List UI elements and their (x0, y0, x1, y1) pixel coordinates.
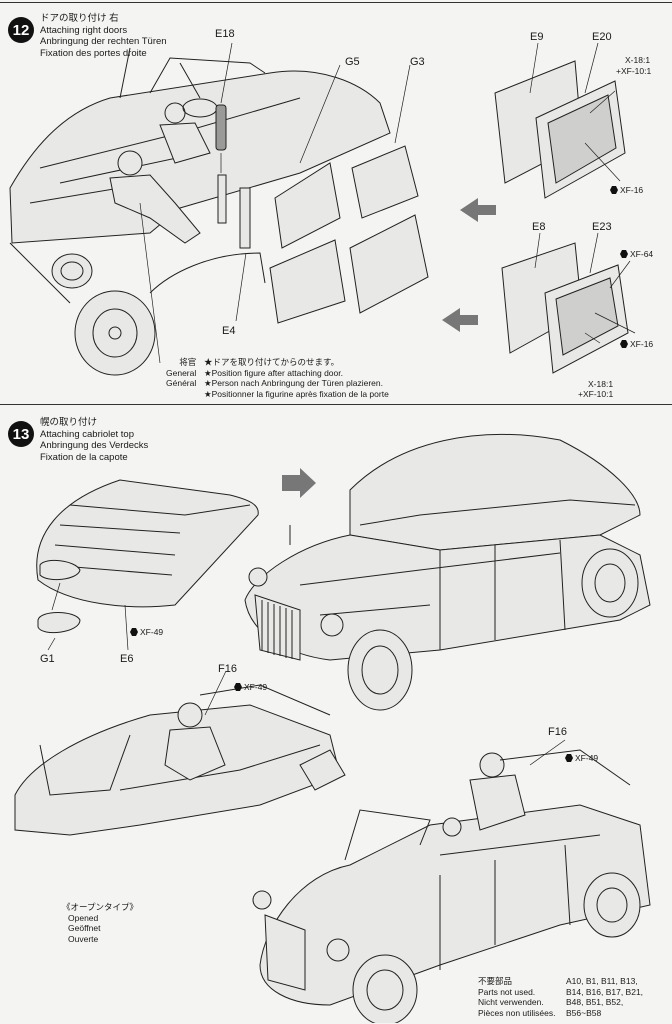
step-13-panel: 13 幌の取り付け Attaching cabriolet top Anbrin… (0, 404, 672, 1023)
figure-label: 将官 General Général (166, 357, 197, 388)
label-e20: E20 (592, 31, 612, 43)
label-e6: E6 (120, 653, 134, 665)
paint-xf49-c: XF-49 (565, 753, 598, 763)
paint-xf64: XF-64 (620, 249, 653, 259)
opened-type-label: 《オープンタイプ》 Opened Geöffnet Ouverte (62, 902, 138, 944)
unused-parts-list: A10, B1, B11, B13, B14, B16, B17, B21, B… (566, 976, 644, 1018)
title-en: Attaching cabriolet top (40, 428, 135, 440)
label-e9: E9 (530, 31, 544, 43)
title-jp: 幌の取り付け (40, 417, 98, 428)
label-e4: E4 (222, 325, 236, 337)
title-en: Attaching right doors (40, 24, 128, 36)
step-title: 幌の取り付け Attaching cabriolet top Anbringun… (40, 417, 148, 463)
title-fr: Fixation de la capote (40, 451, 128, 463)
label-e18: E18 (215, 28, 235, 40)
paint-xf10-bot: +XF-10:1 (578, 389, 614, 399)
step-12-panel: 12 ドアの取り付け 右 Attaching right doors Anbri… (0, 2, 672, 403)
label-g1: G1 (40, 653, 55, 665)
label-g5: G5 (345, 56, 360, 68)
paint-xf16-a: XF-16 (610, 185, 643, 195)
paint-x18-top: X-18:1 (625, 55, 651, 65)
label-e23: E23 (592, 221, 612, 233)
step-number: 12 (8, 17, 34, 43)
paint-hex-icon (130, 628, 138, 636)
paint-hex-icon (565, 754, 573, 762)
figure-note: ★ドアを取り付けてからのせます。 ★Position figure after … (204, 357, 389, 399)
step-number: 13 (8, 421, 34, 447)
paint-xf10-top: +XF-10:1 (616, 66, 652, 76)
paint-hex-icon (610, 186, 618, 194)
label-f16-b: F16 (548, 726, 567, 738)
paint-hex-icon (620, 340, 628, 348)
paint-x18-bot: X-18:1 (588, 379, 614, 389)
paint-xf49-a: XF-49 (130, 627, 163, 637)
paint-xf49-b: XF-49 (234, 682, 267, 692)
paint-hex-icon (620, 250, 628, 258)
label-f16-a: F16 (218, 663, 237, 675)
label-e8: E8 (532, 221, 546, 233)
paint-xf16-b: XF-16 (620, 339, 653, 349)
title-fr: Fixation des portes droite (40, 47, 147, 59)
step-12-drawing (9, 42, 636, 376)
step-title: ドアの取り付け 右 Attaching right doors Anbringu… (40, 13, 167, 59)
label-g3: G3 (410, 56, 425, 68)
paint-hex-icon (234, 683, 242, 691)
step-13-drawing (14, 433, 651, 1023)
unused-parts-label: 不要部品 Parts not used. Nicht verwenden. Pi… (478, 976, 556, 1018)
title-jp: ドアの取り付け 右 (40, 13, 119, 24)
title-de: Anbringung der rechten Türen (40, 36, 167, 47)
title-de: Anbringung des Verdecks (40, 440, 149, 451)
